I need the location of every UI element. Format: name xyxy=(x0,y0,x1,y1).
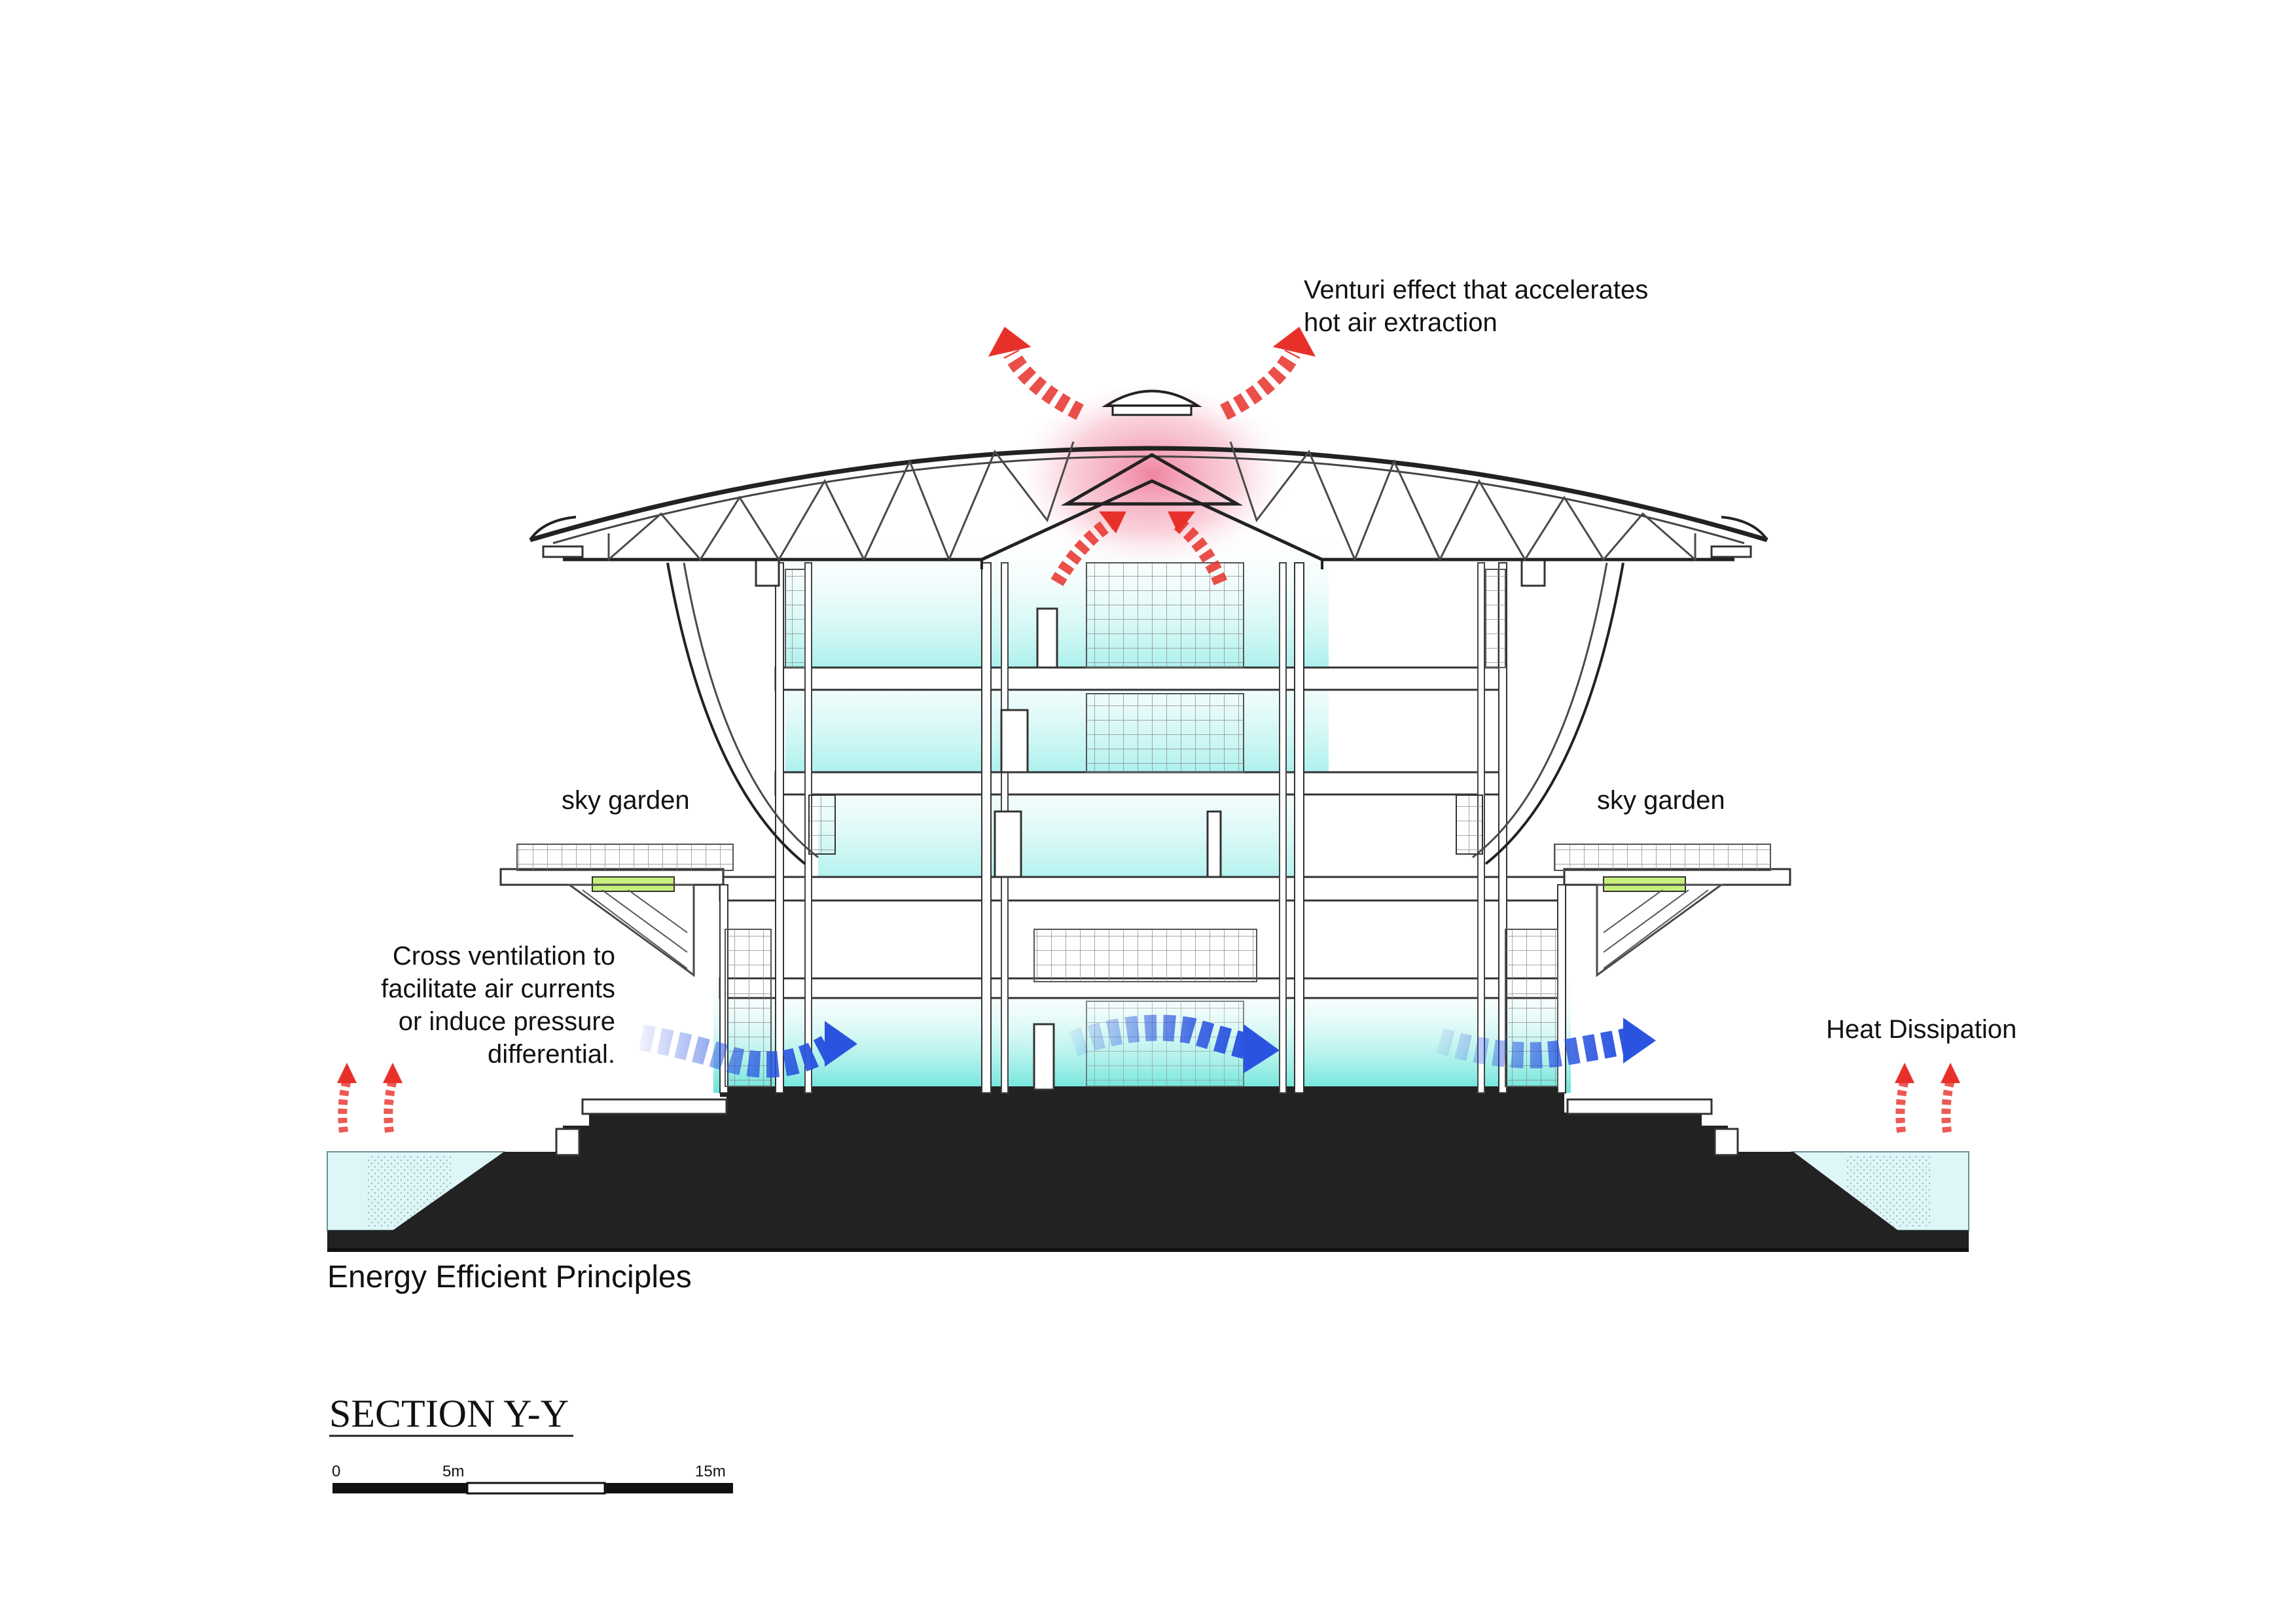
scale-bar: 0 5m 15m xyxy=(332,1463,733,1495)
step-left xyxy=(581,1098,728,1115)
caption: Energy Efficient Principles xyxy=(327,1260,692,1294)
cross-vent-label-line4: differential. xyxy=(488,1040,615,1069)
curved-up-arrow-icon xyxy=(1050,517,1114,586)
atrium-glazing-2 xyxy=(1086,693,1244,773)
flow-right-arrow-icon xyxy=(1436,1027,1632,1069)
slab-level-2 xyxy=(719,876,1566,902)
upper-glazing-left xyxy=(785,569,806,668)
hot-air-arrows xyxy=(336,327,1961,1133)
doors xyxy=(994,607,1222,1091)
section-title: SECTION Y-Y xyxy=(329,1392,569,1435)
venturi-label-line2: hot air extraction xyxy=(1304,308,1498,337)
atrium-peak xyxy=(1060,453,1244,506)
curved-up-arrow-icon xyxy=(1272,327,1316,357)
roof-top-chord xyxy=(529,446,1768,543)
upper-glazing-right xyxy=(1485,569,1506,668)
slab-ground xyxy=(720,1086,1564,1097)
scale-tick-0: 0 xyxy=(332,1463,340,1480)
truss-webs xyxy=(607,441,1696,562)
roof-bottom-chord xyxy=(563,479,1734,562)
curved-up-arrow-icon xyxy=(1894,1062,1915,1084)
heat-dissipation-label: Heat Dissipation xyxy=(1826,1015,2017,1044)
scale-tick-15m: 15m xyxy=(695,1463,726,1480)
curved-up-arrow-icon xyxy=(1003,349,1084,420)
lobby-glazing xyxy=(1033,929,1257,982)
roof-truss xyxy=(529,389,1768,569)
planter-right xyxy=(1713,1128,1739,1156)
curved-up-arrow-icon xyxy=(1174,518,1228,586)
terrace-left-rail xyxy=(516,844,734,871)
roof-vent-cap xyxy=(1102,389,1202,407)
cross-vent-label-line3: or induce pressure xyxy=(399,1007,615,1036)
curved-up-arrow-icon xyxy=(1941,1079,1955,1133)
flow-right-arrow-icon xyxy=(1244,1024,1280,1073)
title-block: SECTION Y-Y 0 5m 15m xyxy=(329,1392,733,1495)
curved-up-arrow-icon xyxy=(336,1062,357,1084)
building-structure xyxy=(499,558,1791,1097)
flow-right-arrow-icon xyxy=(639,1024,835,1078)
annotations: Venturi effect that accelerates hot air … xyxy=(327,276,2017,1294)
curved-up-arrow-icon xyxy=(1098,511,1126,534)
cross-vent-label-line2: facilitate air currents xyxy=(381,974,615,1003)
curved-up-arrow-icon xyxy=(988,327,1032,357)
curved-up-arrow-icon xyxy=(1220,349,1300,420)
scale-tick-5m: 5m xyxy=(442,1463,464,1480)
step-right xyxy=(1566,1098,1713,1115)
curved-up-arrow-icon xyxy=(384,1079,397,1133)
slab-level-3 xyxy=(774,771,1503,796)
plinth-mass xyxy=(327,1093,1969,1250)
ground-section xyxy=(327,1093,1969,1252)
planter-left xyxy=(555,1128,581,1156)
venturi-label-line1: Venturi effect that accelerates xyxy=(1304,276,1648,304)
cool-air-arrows xyxy=(639,1014,1656,1078)
flow-right-arrow-icon xyxy=(1069,1014,1253,1060)
terrace-right-rail xyxy=(1554,844,1771,871)
curved-up-arrow-icon xyxy=(1895,1079,1909,1133)
flow-right-arrow-icon xyxy=(825,1021,857,1067)
sky-garden-left-label: sky garden xyxy=(562,786,690,815)
curved-up-arrow-icon xyxy=(1940,1062,1961,1084)
sky-garden-right-label: sky garden xyxy=(1597,786,1725,815)
flow-right-arrow-icon xyxy=(1623,1018,1656,1063)
curved-up-arrow-icon xyxy=(1168,511,1196,534)
curved-up-arrow-icon xyxy=(382,1062,403,1084)
warm-air-glow xyxy=(1008,386,1296,582)
slab-level-4 xyxy=(774,666,1503,691)
cross-vent-label-line1: Cross ventilation to xyxy=(393,942,615,971)
curved-ribs xyxy=(666,562,1624,865)
curved-up-arrow-icon xyxy=(338,1079,351,1133)
